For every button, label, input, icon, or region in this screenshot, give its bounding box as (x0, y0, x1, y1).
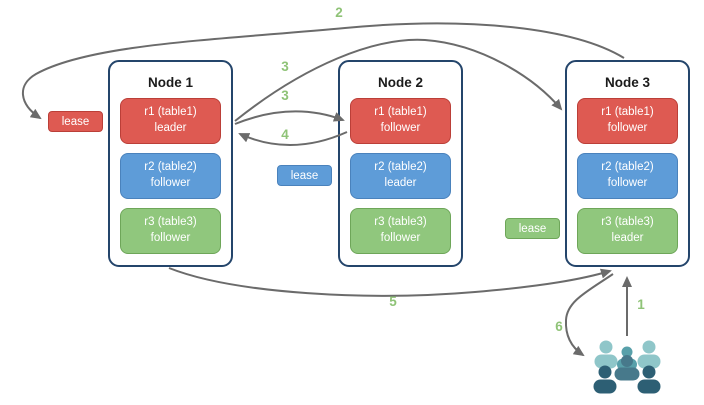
replica-role: leader (384, 177, 417, 189)
replica-role: follower (150, 177, 191, 189)
replica-name: r1 (table1) (601, 106, 654, 119)
replica-role: follower (380, 232, 421, 244)
step-label-5: 5 (389, 294, 397, 309)
lease-badge-table3: lease (505, 218, 560, 239)
lease-badge-table1: lease (48, 111, 103, 132)
step-label-2: 2 (335, 5, 343, 20)
node-3-replica-r2: r2 (table2) follower (577, 153, 678, 199)
node-1-replica-r3: r3 (table3) follower (120, 208, 221, 254)
step-label-3a: 3 (281, 59, 289, 74)
arrow-step-3-to-node2 (234, 110, 345, 125)
replica-role: follower (607, 177, 648, 189)
node-1: Node 1 r1 (table1) leader r2 (table2) fo… (108, 60, 233, 267)
replica-role: leader (154, 122, 187, 134)
node-2-title: Node 2 (377, 75, 423, 90)
replica-name: r3 (table3) (374, 216, 427, 229)
replica-name: r1 (table1) (374, 106, 427, 119)
replica-name: r3 (table3) (601, 216, 654, 229)
arrow-step-4 (238, 131, 348, 146)
replica-name: r2 (table2) (144, 161, 197, 174)
node-3-replica-r1: r1 (table1) follower (577, 98, 678, 144)
node-3-replica-r3: r3 (table3) leader (577, 208, 678, 254)
replica-role: leader (611, 232, 644, 244)
replica-name: r3 (table3) (144, 216, 197, 229)
users-group-icon (593, 340, 661, 394)
step-label-1: 1 (637, 297, 645, 312)
node-2-replica-r2: r2 (table2) leader (350, 153, 451, 199)
replica-name: r2 (table2) (601, 161, 654, 174)
step-label-3b: 3 (281, 88, 289, 103)
replica-role: follower (150, 232, 191, 244)
node-1-title: Node 1 (147, 75, 193, 90)
arrow-step-6 (564, 273, 614, 357)
step-label-6: 6 (555, 319, 563, 334)
node-2-replica-r1: r1 (table1) follower (350, 98, 451, 144)
replica-name: r2 (table2) (374, 161, 427, 174)
node-1-replica-r2: r2 (table2) follower (120, 153, 221, 199)
replica-role: follower (607, 122, 648, 134)
node-2-replica-r3: r3 (table3) follower (350, 208, 451, 254)
lease-badge-table2: lease (277, 165, 332, 186)
replica-role: follower (380, 122, 421, 134)
node-3-title: Node 3 (604, 75, 650, 90)
replica-name: r1 (table1) (144, 106, 197, 119)
step-label-4: 4 (281, 127, 289, 142)
node-2: Node 2 r1 (table1) follower r2 (table2) … (338, 60, 463, 267)
node-1-replica-r1: r1 (table1) leader (120, 98, 221, 144)
arrow-step-5 (168, 267, 612, 297)
node-3: Node 3 r1 (table1) follower r2 (table2) … (565, 60, 690, 267)
